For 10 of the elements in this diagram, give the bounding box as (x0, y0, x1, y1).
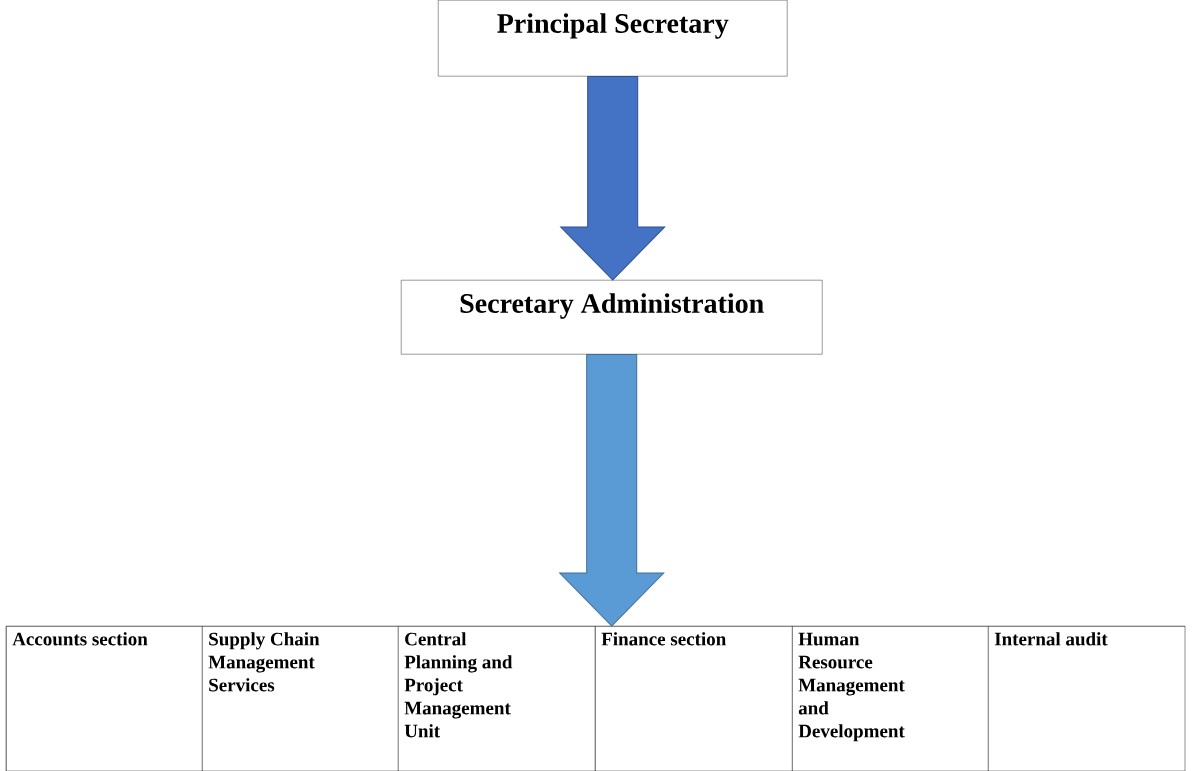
title-box: Principal Secretary (438, 0, 788, 77)
table-cell: Central Planning and Project Management Unit (398, 626, 596, 771)
title-box: Secretary Administration (401, 280, 823, 355)
table-cell: Finance section (595, 626, 793, 771)
table-cell: Accounts section (6, 626, 203, 771)
table-cell: Supply Chain Management Services (202, 626, 399, 771)
table-cell: Human Resource Management and Development (792, 626, 989, 771)
block-arrow (559, 353, 665, 627)
table-cell: Internal audit (988, 626, 1186, 771)
block-arrow (560, 75, 666, 281)
